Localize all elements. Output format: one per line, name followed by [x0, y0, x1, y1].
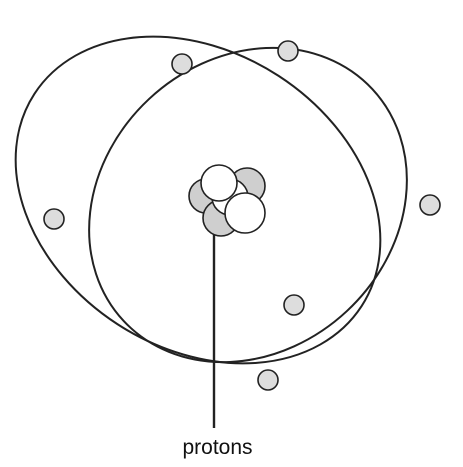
- electrons: [43, 40, 441, 391]
- electron: [43, 208, 65, 230]
- protons-label: protons: [182, 436, 253, 459]
- orbits: [14, 35, 408, 365]
- electron: [257, 369, 279, 391]
- proton: [200, 164, 238, 202]
- orbit-tilted-left: [14, 35, 382, 365]
- electron: [419, 194, 441, 216]
- nucleus: [188, 164, 266, 237]
- electron: [283, 294, 305, 316]
- orbit-tilted-right: [88, 46, 408, 364]
- electron: [171, 53, 193, 75]
- proton: [224, 192, 266, 234]
- electron: [277, 40, 299, 62]
